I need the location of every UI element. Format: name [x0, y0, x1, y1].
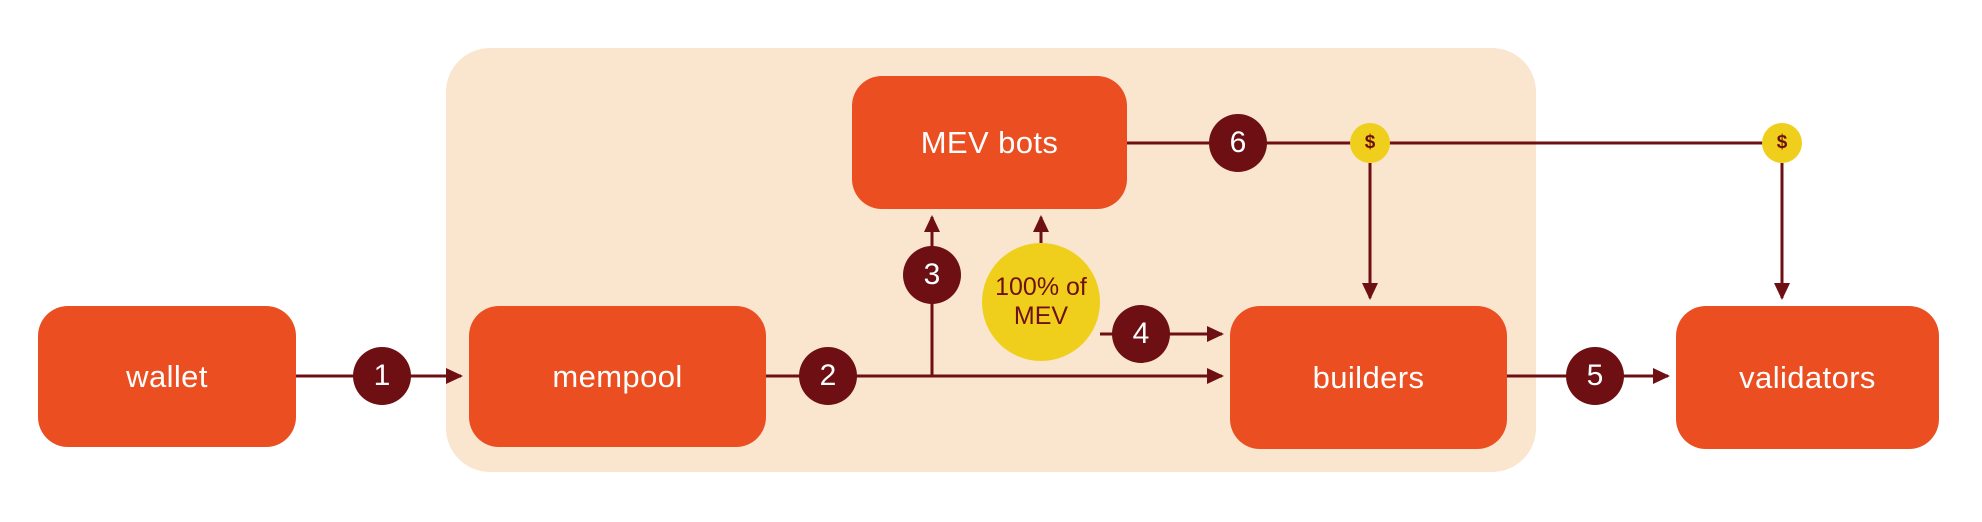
node-mev-bots: MEV bots — [852, 76, 1127, 209]
node-builders-label: builders — [1312, 359, 1425, 395]
dollar-icon: $ — [1364, 132, 1376, 153]
step-badge-5-label: 5 — [1586, 359, 1604, 392]
step-badge-4-label: 4 — [1132, 317, 1150, 350]
mev-pool-label: 100% of MEV — [995, 273, 1087, 330]
node-mev-bots-label: MEV bots — [920, 124, 1059, 160]
node-mempool-label: mempool — [552, 358, 683, 394]
step-badge-3: 3 — [903, 246, 961, 304]
node-builders: builders — [1230, 306, 1507, 449]
step-badge-2-label: 2 — [819, 359, 837, 392]
step-badge-2: 2 — [799, 347, 857, 405]
node-wallet: wallet — [38, 306, 296, 447]
step-badge-6: 6 — [1209, 114, 1267, 172]
mev-pool-circle: 100% of MEV — [982, 243, 1100, 361]
dollar-coin-builders: $ — [1350, 123, 1390, 163]
dollar-coin-validators: $ — [1762, 123, 1802, 163]
step-badge-5: 5 — [1566, 347, 1624, 405]
step-badge-4: 4 — [1112, 305, 1170, 363]
step-badge-6-label: 6 — [1229, 126, 1247, 159]
node-wallet-label: wallet — [126, 358, 208, 394]
node-mempool: mempool — [469, 306, 766, 447]
step-badge-1: 1 — [353, 347, 411, 405]
step-badge-3-label: 3 — [923, 258, 941, 291]
dollar-icon: $ — [1776, 132, 1788, 153]
node-validators-label: validators — [1739, 359, 1876, 395]
step-badge-1-label: 1 — [373, 359, 391, 392]
node-validators: validators — [1676, 306, 1939, 449]
